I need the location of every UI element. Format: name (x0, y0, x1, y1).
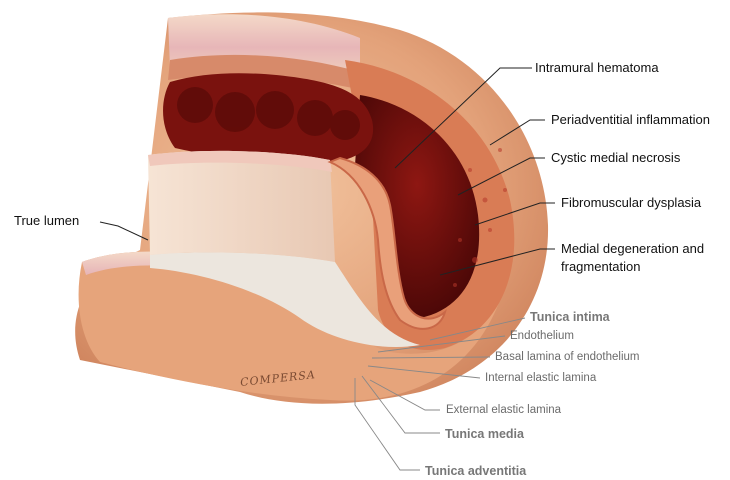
leader-true-lumen (100, 222, 148, 240)
medial-degeneration-label-line2: fragmentation (561, 260, 641, 275)
periadventitial-inflammation-label: Periadventitial inflammation (551, 113, 710, 128)
medial-degeneration-label: Medial degeneration and (561, 242, 704, 257)
intramural-hematoma-label: Intramural hematoma (535, 61, 659, 76)
endothelium-label: Endothelium (510, 330, 574, 343)
true-lumen-label: True lumen (14, 214, 79, 229)
cystic-medial-necrosis-label: Cystic medial necrosis (551, 151, 680, 166)
internal-elastic-lamina-label: Internal elastic lamina (485, 372, 596, 385)
tunica-intima-label: Tunica intima (530, 310, 610, 324)
fibromuscular-dysplasia-label: Fibromuscular dysplasia (561, 196, 701, 211)
tunica-adventitia-label: Tunica adventitia (425, 464, 526, 478)
external-elastic-lamina-label: External elastic lamina (446, 404, 561, 417)
tunica-media-label: Tunica media (445, 427, 524, 441)
basal-lamina-label: Basal lamina of endothelium (495, 351, 639, 364)
